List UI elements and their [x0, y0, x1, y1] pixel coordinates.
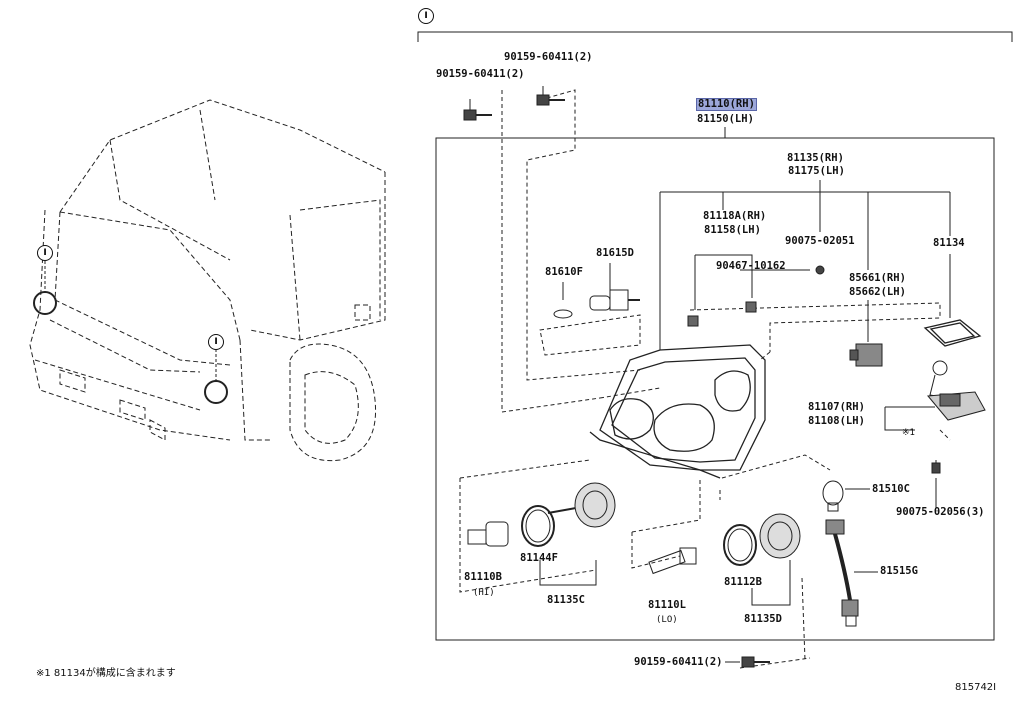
callout-bulb-park[interactable]: 81610F	[545, 266, 583, 278]
turn-bulb	[822, 480, 844, 512]
callout-leveler-rh[interactable]: 81107(RH)	[808, 401, 865, 413]
clip-a	[687, 301, 757, 327]
callout-bottom-bolt[interactable]: 90159-60411(2)	[634, 656, 723, 668]
bolt-top-b	[536, 94, 565, 106]
bolt-top-a	[463, 109, 492, 121]
callout-socket-park[interactable]: 81615D	[596, 247, 634, 259]
callout-housing-rh[interactable]: 81135(RH)	[787, 152, 844, 164]
callout-note-mark: ※1	[902, 428, 915, 438]
callout-seal-hi[interactable]: 81144F	[520, 552, 558, 564]
lo-bulb	[648, 547, 697, 575]
callout-gasket[interactable]: 81134	[933, 237, 965, 249]
location-circle-left	[33, 291, 57, 315]
callout-bracket-lh[interactable]: 81158(LH)	[704, 224, 761, 236]
leveler-socket	[927, 360, 986, 421]
harness	[825, 519, 859, 627]
callout-clip[interactable]: 90467-10162	[716, 260, 786, 272]
lo-seal	[723, 524, 757, 566]
callout-top-bolt-b[interactable]: 90159-60411(2)	[504, 51, 593, 63]
callout-bulb-lo[interactable]: 81110L	[648, 599, 686, 611]
callout-cap-lo[interactable]: 81135D	[744, 613, 782, 625]
callout-harness[interactable]: 81515G	[880, 565, 918, 577]
park-bulb	[553, 309, 573, 319]
actuator	[849, 343, 883, 367]
callout-screw-b[interactable]: 90075-02056(3)	[896, 506, 985, 518]
headlamp-housing	[589, 344, 766, 479]
location-circle-right	[204, 380, 228, 404]
callout-bulb-hi-sub: (HI)	[473, 588, 495, 598]
footnote: ※1 81134が構成に含まれます	[36, 668, 176, 679]
assembly-frame	[435, 137, 995, 641]
callout-bulb-lo-sub: (LO)	[656, 615, 678, 625]
hi-cap	[547, 482, 616, 528]
callout-assy-lh[interactable]: 81150(LH)	[697, 113, 754, 125]
truck-illustration	[29, 99, 386, 462]
screw-a	[815, 265, 825, 275]
callout-actuator-lh[interactable]: 85662(LH)	[849, 286, 906, 298]
callout-cap-hi[interactable]: 81135C	[547, 594, 585, 606]
callout-assy-rh[interactable]: 81110(RH)	[696, 98, 757, 111]
callout-leveler-lh[interactable]: 81108(LH)	[808, 415, 865, 427]
callout-bracket-rh[interactable]: 81118A(RH)	[703, 210, 767, 222]
location-marker-right: I	[208, 334, 224, 350]
callout-seal-lo[interactable]: 81112B	[724, 576, 762, 588]
callout-housing-lh[interactable]: 81175(LH)	[788, 165, 845, 177]
gasket-81134	[923, 319, 982, 347]
bolt-bottom	[741, 656, 770, 668]
diagram-id: 815742I	[955, 682, 997, 693]
group-bracket	[417, 31, 1013, 42]
callout-bulb-hi[interactable]: 81110B	[464, 571, 502, 583]
lo-cap	[759, 513, 801, 559]
callout-bulb-turn[interactable]: 81510C	[872, 483, 910, 495]
section-marker: I	[418, 8, 434, 24]
callout-top-bolt-a[interactable]: 90159-60411(2)	[436, 68, 525, 80]
callout-actuator-rh[interactable]: 85661(RH)	[849, 272, 906, 284]
hi-seal	[521, 505, 555, 547]
screw-b	[931, 462, 941, 474]
hi-bulb	[467, 521, 509, 547]
location-marker-left: I	[37, 245, 53, 261]
park-socket	[589, 289, 640, 311]
callout-screw-a[interactable]: 90075-02051	[785, 235, 855, 247]
